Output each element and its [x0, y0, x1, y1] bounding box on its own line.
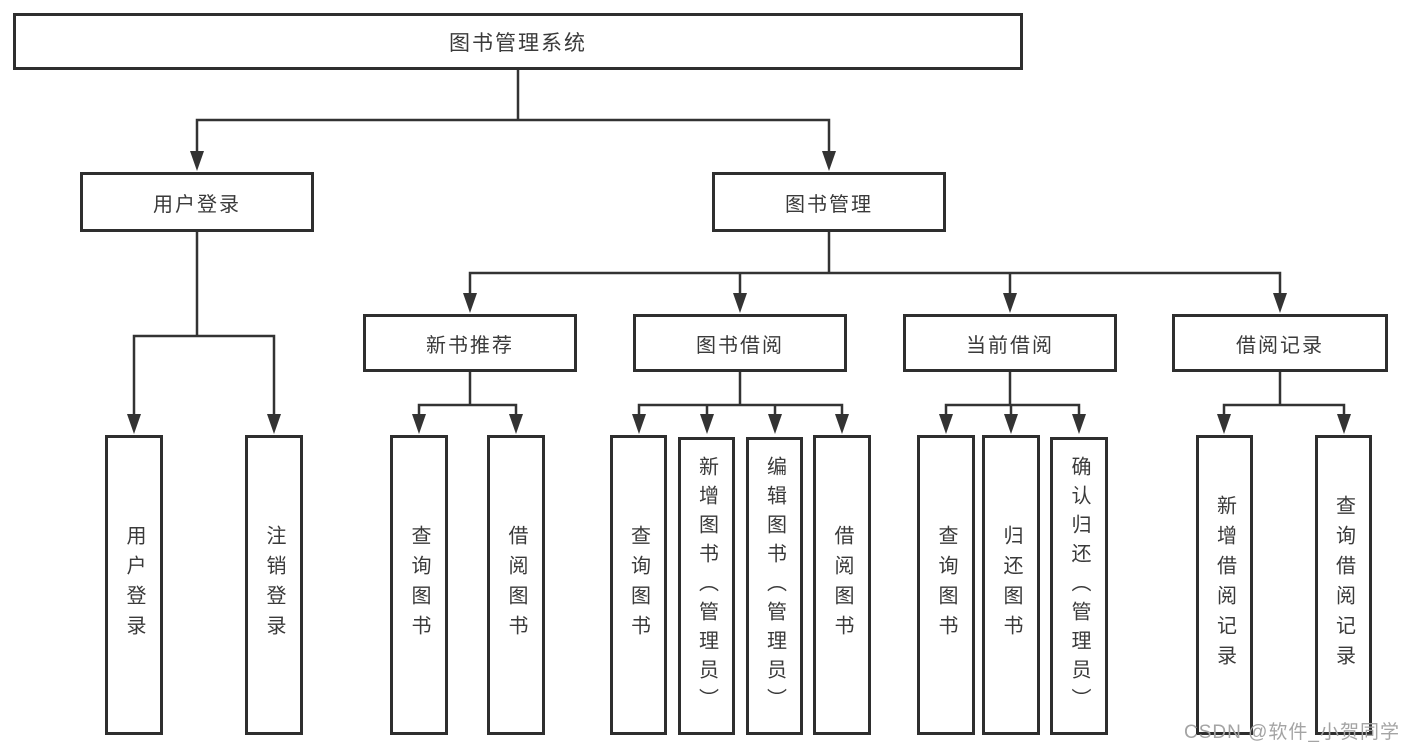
leaf-nb-query-books: 查询图书 [390, 435, 448, 735]
connector-current-borrow-to-leaves [944, 370, 1081, 420]
leaf-cb-confirm-return-admin: 确认归还（管理员） [1050, 437, 1108, 735]
leaf-cb-query-books: 查询图书 [917, 435, 975, 735]
leaf-cb-return-books-label: 归还图书 [1000, 525, 1022, 645]
connector-book-borrow-to-leaves [637, 370, 844, 420]
node-current-borrow: 当前借阅 [903, 314, 1117, 372]
leaf-bb-borrow-books-label: 借阅图书 [831, 525, 853, 645]
leaf-user-login: 用户登录 [105, 435, 163, 735]
leaf-bb-edit-books-admin: 编辑图书（管理员） [746, 437, 803, 735]
node-root-system: 图书管理系统 [13, 13, 1023, 70]
leaf-br-query-record: 查询借阅记录 [1315, 435, 1372, 735]
leaf-nb-borrow-books-label: 借阅图书 [505, 525, 527, 645]
leaf-br-query-record-label: 查询借阅记录 [1332, 495, 1355, 675]
leaf-nb-borrow-books: 借阅图书 [487, 435, 545, 735]
connector-records-to-leaves [1222, 370, 1346, 420]
leaf-bb-query-books: 查询图书 [610, 435, 667, 735]
leaf-cb-confirm-return-admin-label: 确认归还（管理员） [1068, 455, 1090, 717]
leaf-br-add-record: 新增借阅记录 [1196, 435, 1253, 735]
leaf-user-login-label: 用户登录 [123, 525, 145, 645]
connector-root-to-level2 [195, 68, 831, 157]
leaf-bb-query-books-label: 查询图书 [627, 525, 650, 645]
node-user-login: 用户登录 [80, 172, 314, 232]
leaf-nb-query-books-label: 查询图书 [408, 525, 430, 645]
leaf-bb-add-books-admin-label: 新增图书（管理员） [695, 455, 718, 717]
leaf-br-add-record-label: 新增借阅记录 [1213, 495, 1236, 675]
arrowheads [127, 151, 1351, 434]
leaf-cb-return-books: 归还图书 [982, 435, 1040, 735]
leaf-logout: 注销登录 [245, 435, 303, 735]
csdn-watermark: CSDN @软件_小贺同学 [1184, 722, 1400, 743]
leaf-bb-add-books-admin: 新增图书（管理员） [678, 437, 735, 735]
leaf-cb-query-books-label: 查询图书 [935, 525, 957, 645]
connector-new-book-to-leaves [417, 370, 518, 420]
node-new-book-recommend: 新书推荐 [363, 314, 577, 372]
node-borrow-records: 借阅记录 [1172, 314, 1388, 372]
node-book-management: 图书管理 [712, 172, 946, 232]
leaf-bb-edit-books-admin-label: 编辑图书（管理员） [763, 455, 786, 717]
leaf-bb-borrow-books: 借阅图书 [813, 435, 871, 735]
connector-user-login-to-leaves [132, 230, 276, 420]
leaf-logout-label: 注销登录 [263, 525, 285, 645]
node-book-borrow: 图书借阅 [633, 314, 847, 372]
connector-book-mgmt-to-level3 [468, 230, 1282, 299]
